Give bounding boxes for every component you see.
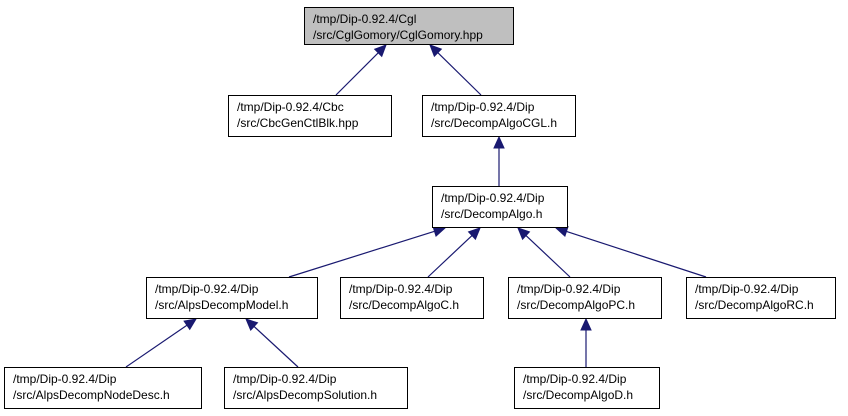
node-label-line-2: /src/AlpsDecompNodeDesc.h — [13, 388, 170, 402]
edge-decompalgoc-to-decompalgo — [427, 227, 481, 278]
node-label-line-1: /tmp/Dip-0.92.4/Dip — [517, 282, 621, 296]
node-label-line-2: /src/DecompAlgo.h — [441, 207, 543, 221]
node-label-line-1: /tmp/Dip-0.92.4/Dip — [13, 372, 117, 386]
node-decompalgoc[interactable]: /tmp/Dip-0.92.4/Dip /src/DecompAlgoC.h — [340, 277, 484, 319]
node-cbcgenctlblk[interactable]: /tmp/Dip-0.92.4/Cbc /src/CbcGenCtlBlk.hp… — [228, 95, 392, 137]
edge-alpsdecompnodedesc-to-alpsdecompmodel — [125, 318, 197, 368]
edge-line — [288, 230, 435, 278]
node-label-line-2: /src/DecompAlgoPC.h — [517, 298, 636, 312]
arrowhead-icon — [245, 318, 259, 332]
edge-line — [437, 52, 482, 96]
edge-decompalgopc-to-decompalgo — [517, 227, 571, 278]
node-label-line-1: /tmp/Dip-0.92.4/Dip — [233, 372, 337, 386]
node-label-line-2: /src/DecompAlgoC.h — [349, 298, 460, 312]
node-alpsdecompsolution[interactable]: /tmp/Dip-0.92.4/Dip /src/AlpsDecompSolut… — [224, 367, 408, 409]
arrowhead-icon — [183, 318, 197, 331]
node-label-line-1: /tmp/Dip-0.92.4/Dip — [349, 282, 453, 296]
node-alpsdecompmodel[interactable]: /tmp/Dip-0.92.4/Dip /src/AlpsDecompModel… — [146, 277, 318, 319]
arrowhead-icon — [429, 44, 443, 58]
edge-decompalgorc-to-decompalgo — [554, 226, 707, 278]
edge-alpsdecompsolution-to-alpsdecompmodel — [245, 318, 299, 368]
node-label-line-1: /tmp/Dip-0.92.4/Dip — [431, 100, 535, 114]
edge-line — [335, 52, 379, 96]
node-decompalgo[interactable]: /tmp/Dip-0.92.4/Dip /src/DecompAlgo.h — [432, 186, 568, 228]
node-label-line-1: /tmp/Dip-0.92.4/Dip — [523, 372, 627, 386]
edge-line — [427, 235, 473, 278]
node-label-line-1: /tmp/Dip-0.92.4/Dip — [695, 282, 799, 296]
edge-line — [125, 324, 188, 368]
edge-line — [525, 235, 571, 278]
node-label-line-2: /src/CbcGenCtlBlk.hpp — [237, 116, 359, 130]
node-label-line-2: /src/DecompAlgoRC.h — [695, 298, 814, 312]
node-decompalgod[interactable]: /tmp/Dip-0.92.4/Dip /src/DecompAlgoD.h — [514, 367, 660, 409]
edge-line — [566, 230, 707, 278]
edge-decompalgod-to-decompalgopc — [580, 317, 592, 367]
node-label-line-2: /src/DecompAlgoD.h — [523, 388, 634, 402]
arrowhead-icon — [554, 226, 569, 238]
node-label-line-2: /src/CglGomory/CglGomory.hpp — [313, 28, 483, 42]
edge-decompalgo-to-decompalgocgl — [493, 135, 505, 186]
edge-cbcgenctlblk-to-cglgomory — [335, 44, 387, 96]
node-decompalgocgl[interactable]: /tmp/Dip-0.92.4/Dip /src/DecompAlgoCGL.h — [422, 95, 576, 137]
arrowhead-icon — [493, 135, 505, 149]
arrowhead-icon — [373, 44, 387, 58]
node-label-line-2: /src/AlpsDecompModel.h — [155, 298, 289, 312]
node-alpsdecompnodedesc[interactable]: /tmp/Dip-0.92.4/Dip /src/AlpsDecompNodeD… — [4, 367, 202, 409]
node-label-line-1: /tmp/Dip-0.92.4/Dip — [441, 191, 545, 205]
node-decompalgopc[interactable]: /tmp/Dip-0.92.4/Dip /src/DecompAlgoPC.h — [508, 277, 662, 319]
node-label-line-1: /tmp/Dip-0.92.4/Dip — [155, 282, 259, 296]
arrowhead-icon — [467, 227, 481, 241]
node-label-line-1: /tmp/Dip-0.92.4/Cbc — [237, 100, 344, 114]
edge-decompalgocgl-to-cglgomory — [429, 44, 482, 96]
node-label-line-1: /tmp/Dip-0.92.4/Cgl — [313, 12, 417, 26]
node-label-line-2: /src/AlpsDecompSolution.h — [233, 388, 378, 402]
arrowhead-icon — [580, 317, 592, 331]
edge-line — [253, 326, 299, 368]
arrowhead-icon — [517, 227, 531, 241]
node-decompalgorc[interactable]: /tmp/Dip-0.92.4/Dip /src/DecompAlgoRC.h — [686, 277, 836, 319]
edge-alpsdecompmodel-to-decompalgo — [288, 225, 447, 278]
node-cglgomory: /tmp/Dip-0.92.4/Cgl /src/CglGomory/CglGo… — [304, 7, 514, 45]
node-label-line-2: /src/DecompAlgoCGL.h — [431, 116, 558, 130]
